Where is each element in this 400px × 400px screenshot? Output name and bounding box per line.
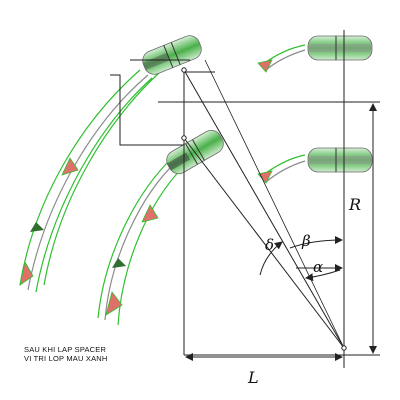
tire-right-rear <box>307 147 373 173</box>
left-outer-tracks <box>19 69 161 293</box>
arrow-marker <box>141 204 159 223</box>
geometry-lines <box>110 30 380 368</box>
angle-arcs <box>259 236 343 282</box>
tire-left-outer <box>142 35 202 75</box>
caption-line-1: SAU KHI LAP SPACER <box>24 345 107 354</box>
arrow-marker <box>30 222 44 232</box>
arrow-marker <box>257 170 273 184</box>
caption-line-2: VI TRI LOP MAU XANH <box>24 354 108 363</box>
label-alpha: α <box>313 258 323 276</box>
arrow-marker <box>61 157 79 176</box>
track-arrows <box>19 157 159 316</box>
label-L: L <box>247 368 259 387</box>
tire-right-front <box>307 35 373 61</box>
label-beta: β <box>301 232 311 250</box>
pivot-point <box>341 345 347 351</box>
arrow-marker <box>257 59 273 73</box>
arrow-marker <box>105 291 123 316</box>
pivot-point <box>181 67 187 73</box>
pivot-point <box>181 135 187 141</box>
arrow-marker <box>112 258 126 268</box>
label-R: R <box>348 195 361 214</box>
arrow-marker <box>19 260 34 286</box>
label-delta: δ <box>265 236 274 254</box>
